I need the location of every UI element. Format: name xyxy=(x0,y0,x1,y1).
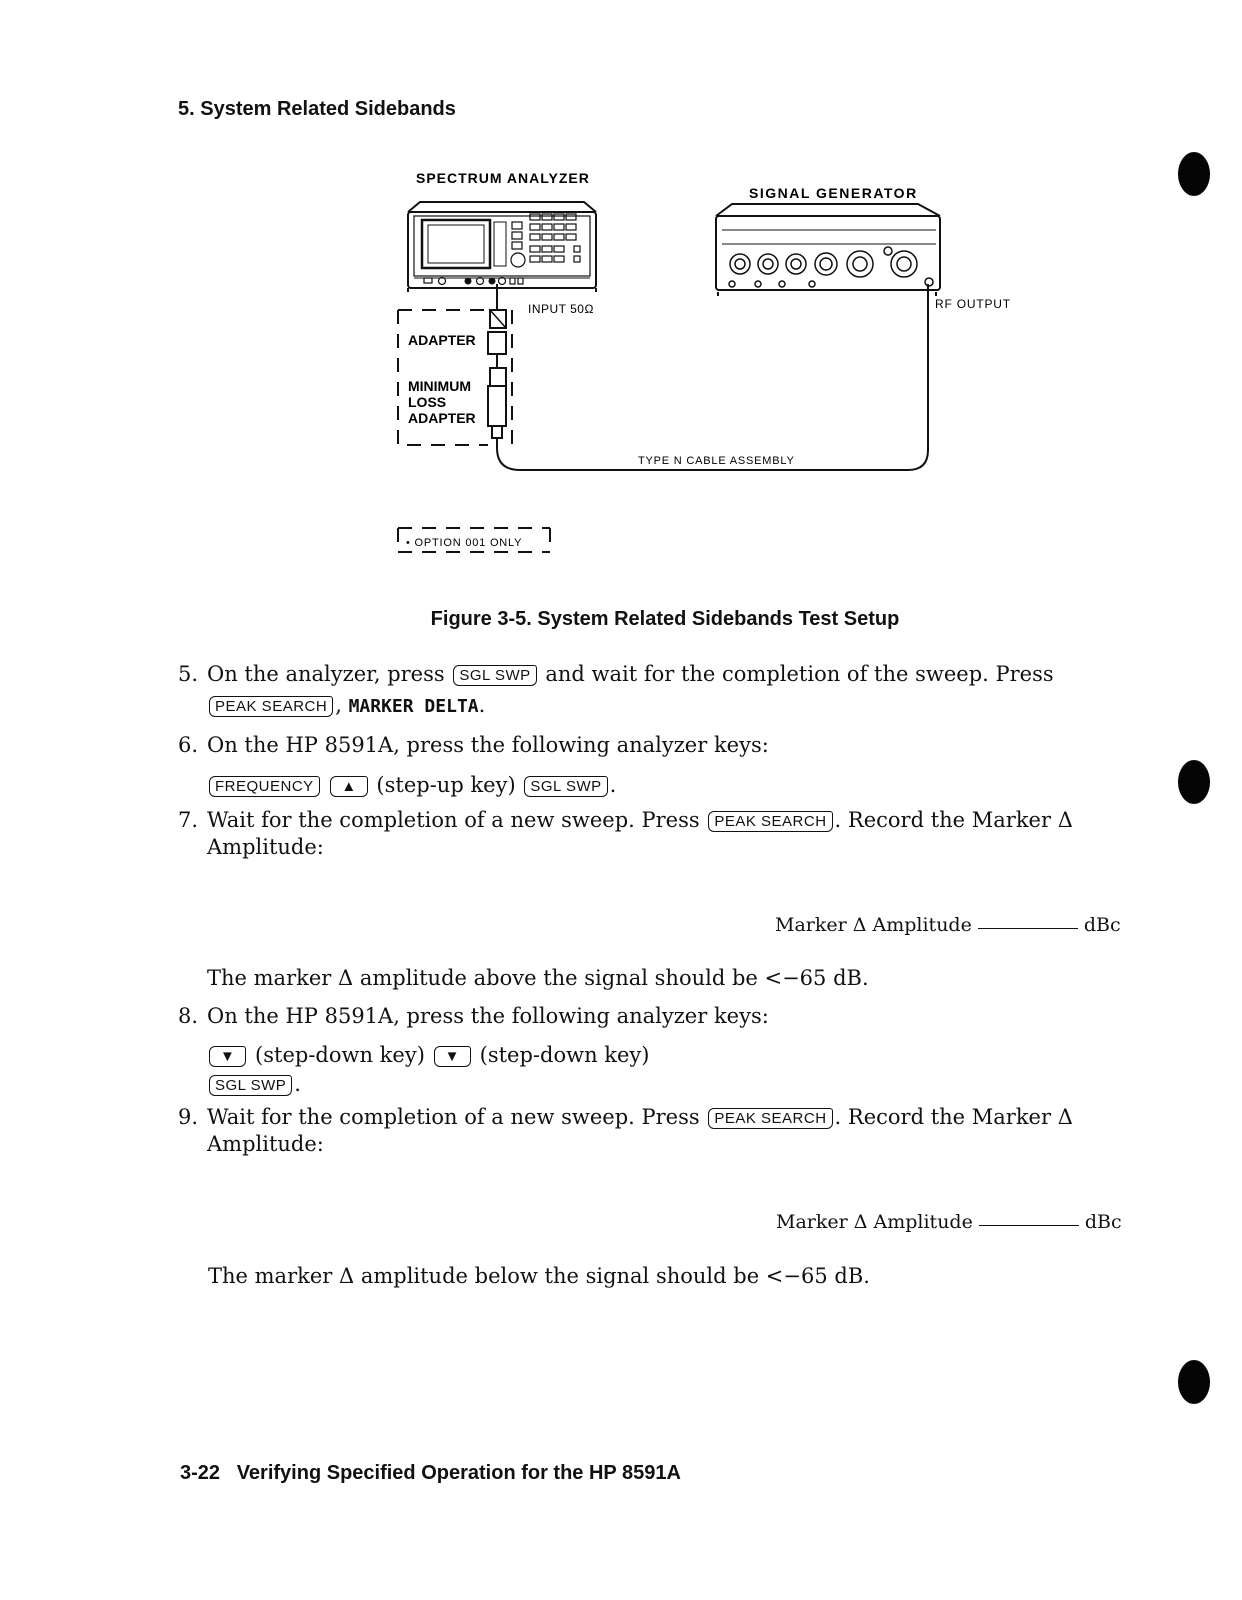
step-text: On the analyzer, press xyxy=(207,662,445,686)
step-6: 6. On the HP 8591A, press the following … xyxy=(178,731,769,797)
step-9: 9. Wait for the completion of a new swee… xyxy=(178,1103,1073,1156)
loss-adapter-label: ADAPTER xyxy=(408,410,476,426)
step-number: 8. xyxy=(178,1004,199,1028)
record-unit: dBc xyxy=(1084,1211,1122,1233)
step-text: Wait for the completion of a new sweep. … xyxy=(207,1105,700,1129)
step-text: On the HP 8591A, press the following ana… xyxy=(207,1004,769,1028)
record-line-above: Marker Δ Amplitude dBc xyxy=(775,914,1121,936)
frequency-key: FREQUENCY xyxy=(209,776,320,797)
step-number: 9. xyxy=(178,1105,199,1129)
step-text: and wait for the completion of the sweep… xyxy=(545,662,1054,686)
step-number: 7. xyxy=(178,808,199,832)
step-number: 6. xyxy=(178,733,199,757)
record-line-below: Marker Δ Amplitude dBc xyxy=(776,1211,1122,1233)
binding-hole-mark xyxy=(1178,760,1210,804)
connector-adapters xyxy=(487,284,929,471)
spectrum-analyzer-label: SPECTRUM ANALYZER xyxy=(416,170,590,186)
peak-search-key: PEAK SEARCH xyxy=(708,1108,833,1129)
step-down-key: ▼ xyxy=(433,1046,471,1067)
step-number: 5. xyxy=(178,662,199,686)
record-blank xyxy=(977,928,1078,929)
step-text: . xyxy=(609,773,617,797)
adapter-label: ADAPTER xyxy=(408,332,476,348)
figure-caption: Figure 3-5. System Related Sidebands Tes… xyxy=(430,608,900,630)
step-text: , xyxy=(335,693,342,717)
step-8: 8. On the HP 8591A, press the following … xyxy=(178,1002,769,1096)
step-text: (step-down key) xyxy=(255,1043,425,1067)
section-title: 5. System Related Sidebands xyxy=(178,98,456,120)
step-7: 7. Wait for the completion of a new swee… xyxy=(178,806,1073,859)
peak-search-key: PEAK SEARCH xyxy=(209,696,334,717)
binding-hole-mark xyxy=(1178,152,1210,196)
step-down-key: ▼ xyxy=(209,1046,247,1067)
option-legend-box xyxy=(397,527,551,553)
spectrum-analyzer-icon xyxy=(407,201,597,292)
input-label: INPUT 50Ω xyxy=(528,302,594,316)
option-boundary xyxy=(397,309,513,446)
step-text: Amplitude: xyxy=(207,835,324,859)
step-text: Wait for the completion of a new sweep. … xyxy=(207,808,700,832)
peak-search-key: PEAK SEARCH xyxy=(708,811,833,832)
page-footer: 3-22 Verifying Specified Operation for t… xyxy=(180,1462,681,1484)
step-text: . xyxy=(294,1072,301,1096)
note-above: The marker Δ amplitude above the signal … xyxy=(207,966,869,990)
record-unit: dBc xyxy=(1083,914,1121,936)
note-below: The marker Δ amplitude below the signal … xyxy=(208,1264,870,1288)
sgl-swp-key: SGL SWP xyxy=(524,776,608,797)
step-text: (step-up key) xyxy=(376,773,516,797)
marker-delta-softkey: MARKER DELTA xyxy=(348,696,479,717)
sgl-swp-key: SGL SWP xyxy=(453,665,537,686)
test-setup-diagram: SPECTRUM ANALYZER SIGNAL GENERATOR xyxy=(397,170,1011,553)
binding-hole-mark xyxy=(1178,1360,1210,1404)
record-blank xyxy=(978,1225,1079,1226)
step-text: . Record the Marker Δ xyxy=(834,808,1073,832)
step-text: (step-down key) xyxy=(479,1043,650,1067)
rf-output-label: RF OUTPUT xyxy=(935,297,1011,311)
sgl-swp-key: SGL SWP xyxy=(209,1075,293,1096)
step-text: Amplitude: xyxy=(207,1132,324,1156)
step-text: On the HP 8591A, press the following ana… xyxy=(207,733,769,757)
signal-generator-label: SIGNAL GENERATOR xyxy=(749,185,918,201)
record-label: Marker Δ Amplitude xyxy=(776,1211,973,1233)
option-label: • OPTION 001 ONLY xyxy=(406,537,522,549)
step-up-key: ▲ xyxy=(330,776,368,797)
signal-generator-icon xyxy=(715,203,941,296)
step-text: . Record the Marker Δ xyxy=(834,1105,1073,1129)
step-5: 5. On the analyzer, press SGL SWP and wa… xyxy=(178,660,1054,717)
minimum-label: MINIMUM xyxy=(408,378,471,394)
record-label: Marker Δ Amplitude xyxy=(775,914,972,936)
loss-label: LOSS xyxy=(408,394,446,410)
cable-label: TYPE N CABLE ASSEMBLY xyxy=(638,455,795,467)
step-text: . xyxy=(478,693,486,717)
